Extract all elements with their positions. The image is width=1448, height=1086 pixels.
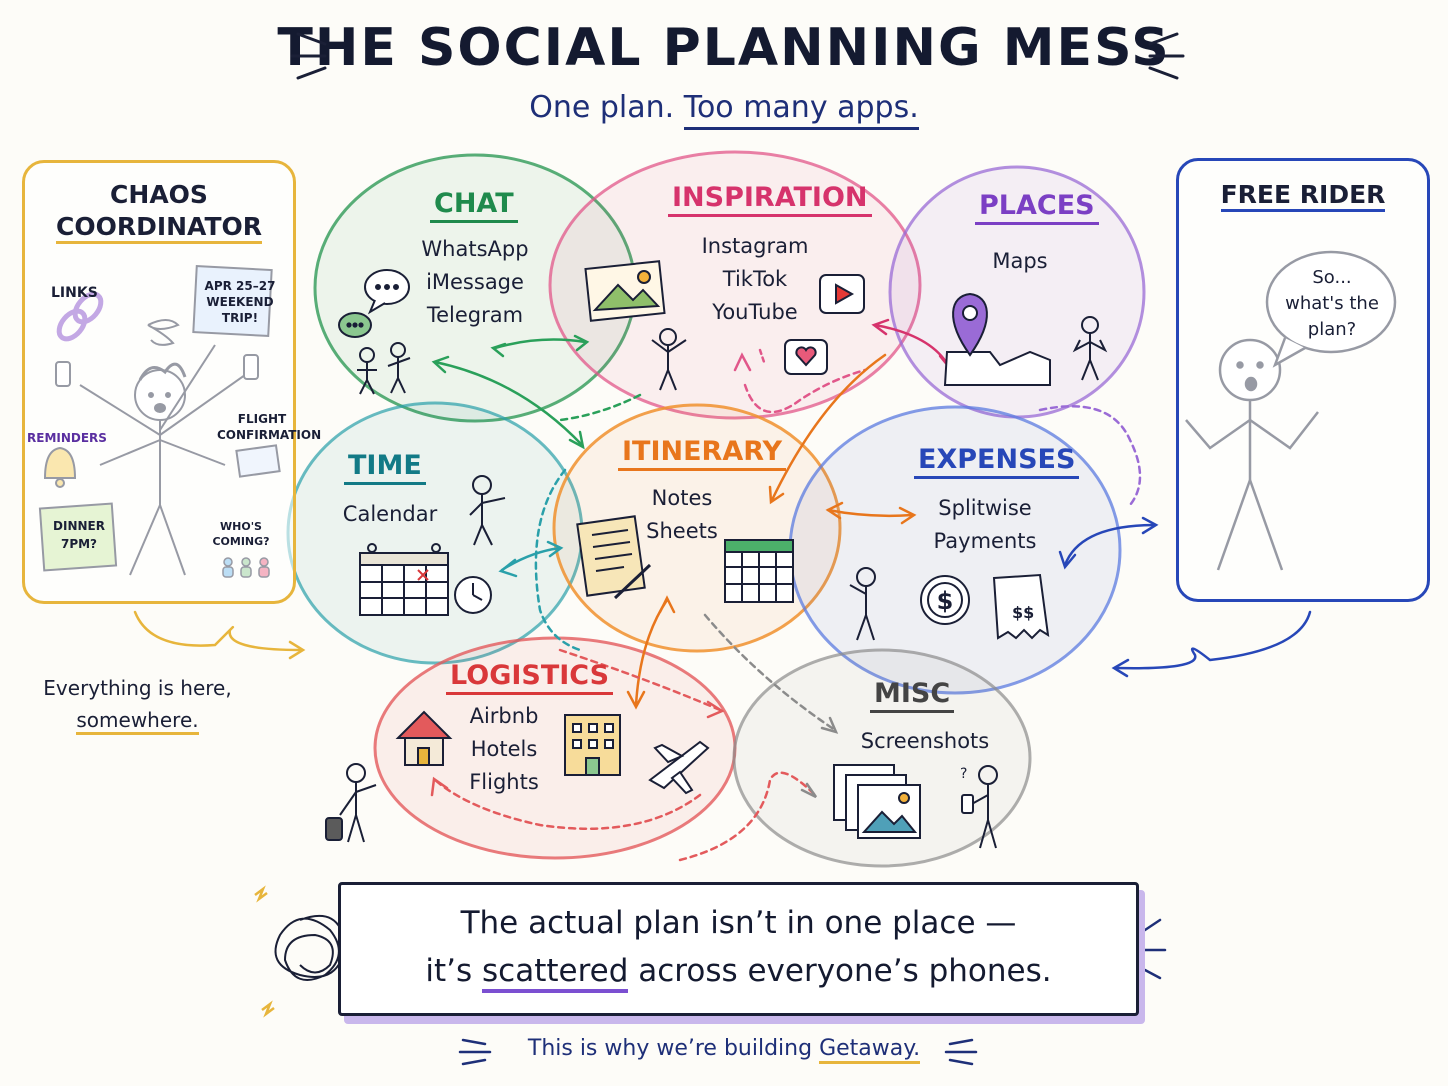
- arrow-chat-itinerary: [433, 360, 584, 447]
- chat-title: CHAT: [430, 188, 518, 223]
- subtitle-part-2: Too many apps.: [683, 90, 919, 130]
- subtitle-part-1: One plan.: [529, 90, 675, 125]
- chaos-coordinator-panel: CHAOS COORDINATOR LINKS APR 25–27 WEEKEN…: [22, 160, 321, 604]
- arrow-misc-logistics: [678, 771, 817, 862]
- question-mark: ?: [960, 766, 967, 782]
- places-person-icon: [1072, 316, 1108, 381]
- coordinator-title-2: COORDINATOR: [55, 212, 263, 244]
- receipt-icon: $$: [992, 573, 1050, 640]
- reminders-label: REMINDERS: [27, 431, 107, 445]
- arrow-logistics-loop: [433, 778, 702, 830]
- statement-line-1: The actual plan isn’t in one place —: [460, 905, 1017, 941]
- footer-tagline: This is why we’re building Getaway.: [0, 1036, 1448, 1064]
- arrow-coordinator-out: [133, 610, 302, 652]
- arrow-freerider-back: [1113, 610, 1312, 670]
- logistics-list: Airbnb Hotels Flights: [469, 704, 539, 794]
- itinerary-title: ITINERARY: [618, 436, 787, 471]
- hotel-icon: [564, 714, 621, 776]
- heart-icon: [784, 339, 828, 375]
- places-list: Maps: [992, 249, 1048, 273]
- arrow-itinerary-expenses: [826, 508, 914, 518]
- speech-bubble-text: So... what's the plan?: [1285, 267, 1379, 340]
- arrow-time-dashed: [534, 468, 582, 652]
- expenses-title: EXPENSES: [914, 444, 1080, 479]
- sticky-text: APR 25–27 WEEKEND TRIP!: [204, 279, 276, 325]
- expenses-list: Splitwise Payments: [933, 496, 1037, 553]
- chat-bubble-icon: [338, 269, 410, 338]
- clock-icon: [454, 576, 492, 614]
- brand-name: Getaway.: [819, 1036, 921, 1064]
- calendar-icon: [359, 543, 449, 616]
- time-person-icon: [469, 475, 506, 546]
- links-label: LINKS: [51, 285, 98, 301]
- page-title: THE SOCIAL PLANNING MESS: [277, 18, 1171, 78]
- footer-text: This is why we’re building: [527, 1036, 813, 1061]
- misc-title: MISC: [870, 678, 955, 713]
- whos-coming-label: WHO'S COMING?: [212, 520, 270, 548]
- title-sparkles: [290, 32, 1185, 80]
- page-subtitle: One plan. Too many apps.: [0, 90, 1448, 130]
- itinerary-list: Notes Sheets: [646, 486, 718, 543]
- airplane-icon: [648, 740, 710, 795]
- arrow-places-itinerary: [770, 353, 887, 502]
- inspiration-person-icon: [651, 328, 687, 391]
- svg-text:$: $: [937, 587, 954, 615]
- map-pin-icon: [943, 292, 1051, 386]
- misc-list: Screenshots: [860, 729, 990, 753]
- logistics-title: LOGISTICS: [446, 660, 614, 695]
- places-title: PLACES: [975, 190, 1099, 225]
- arrow-itinerary-misc: [703, 613, 837, 732]
- arrow-places-expenses: [1038, 405, 1142, 507]
- chat-people-icon: [357, 342, 411, 395]
- time-title: TIME: [344, 450, 426, 485]
- misc-person-icon: ?: [960, 765, 998, 849]
- coin-icon: $: [920, 575, 970, 625]
- free-rider-title: FREE RIDER: [1220, 180, 1386, 212]
- chat-list: WhatsApp iMessage Telegram: [421, 237, 529, 327]
- flight-label: FLIGHT CONFIRMATION: [217, 412, 322, 442]
- arrow-inspiration-chat: [558, 393, 642, 422]
- arrow-inspiration-loop: [743, 368, 867, 414]
- arrow-logistics-dashed: [558, 648, 722, 712]
- statement-line-2: it’s scattered across everyone’s phones.: [341, 953, 1136, 993]
- arrow-expenses-freerider: [1063, 523, 1157, 567]
- misc-circle: [732, 648, 1032, 868]
- image-icon: [584, 260, 666, 322]
- time-list: Calendar: [342, 502, 438, 526]
- screenshots-icon: [833, 764, 921, 839]
- spreadsheet-icon: [724, 539, 794, 603]
- receipt-text: $$: [1012, 603, 1034, 622]
- dinner-note-text: DINNER 7PM?: [53, 519, 105, 551]
- expenses-person-icon: [849, 567, 876, 641]
- coordinator-caption: Everything is here, somewhere.: [20, 672, 255, 736]
- notes-icon: [576, 515, 652, 600]
- connection-arrows: [133, 318, 1312, 862]
- coordinator-title-1: CHAOS: [110, 180, 208, 209]
- inspiration-list: Instagram TikTok YouTube: [701, 234, 809, 324]
- house-icon: [395, 710, 453, 766]
- play-button-icon: [819, 274, 865, 314]
- traveler-icon: [325, 763, 377, 843]
- footer-sparkles: [458, 1038, 978, 1066]
- inspiration-title: INSPIRATION: [668, 182, 872, 217]
- statement-box: The actual plan isn’t in one place — it’…: [338, 882, 1139, 1016]
- free-rider-panel: FREE RIDER: [1176, 158, 1430, 602]
